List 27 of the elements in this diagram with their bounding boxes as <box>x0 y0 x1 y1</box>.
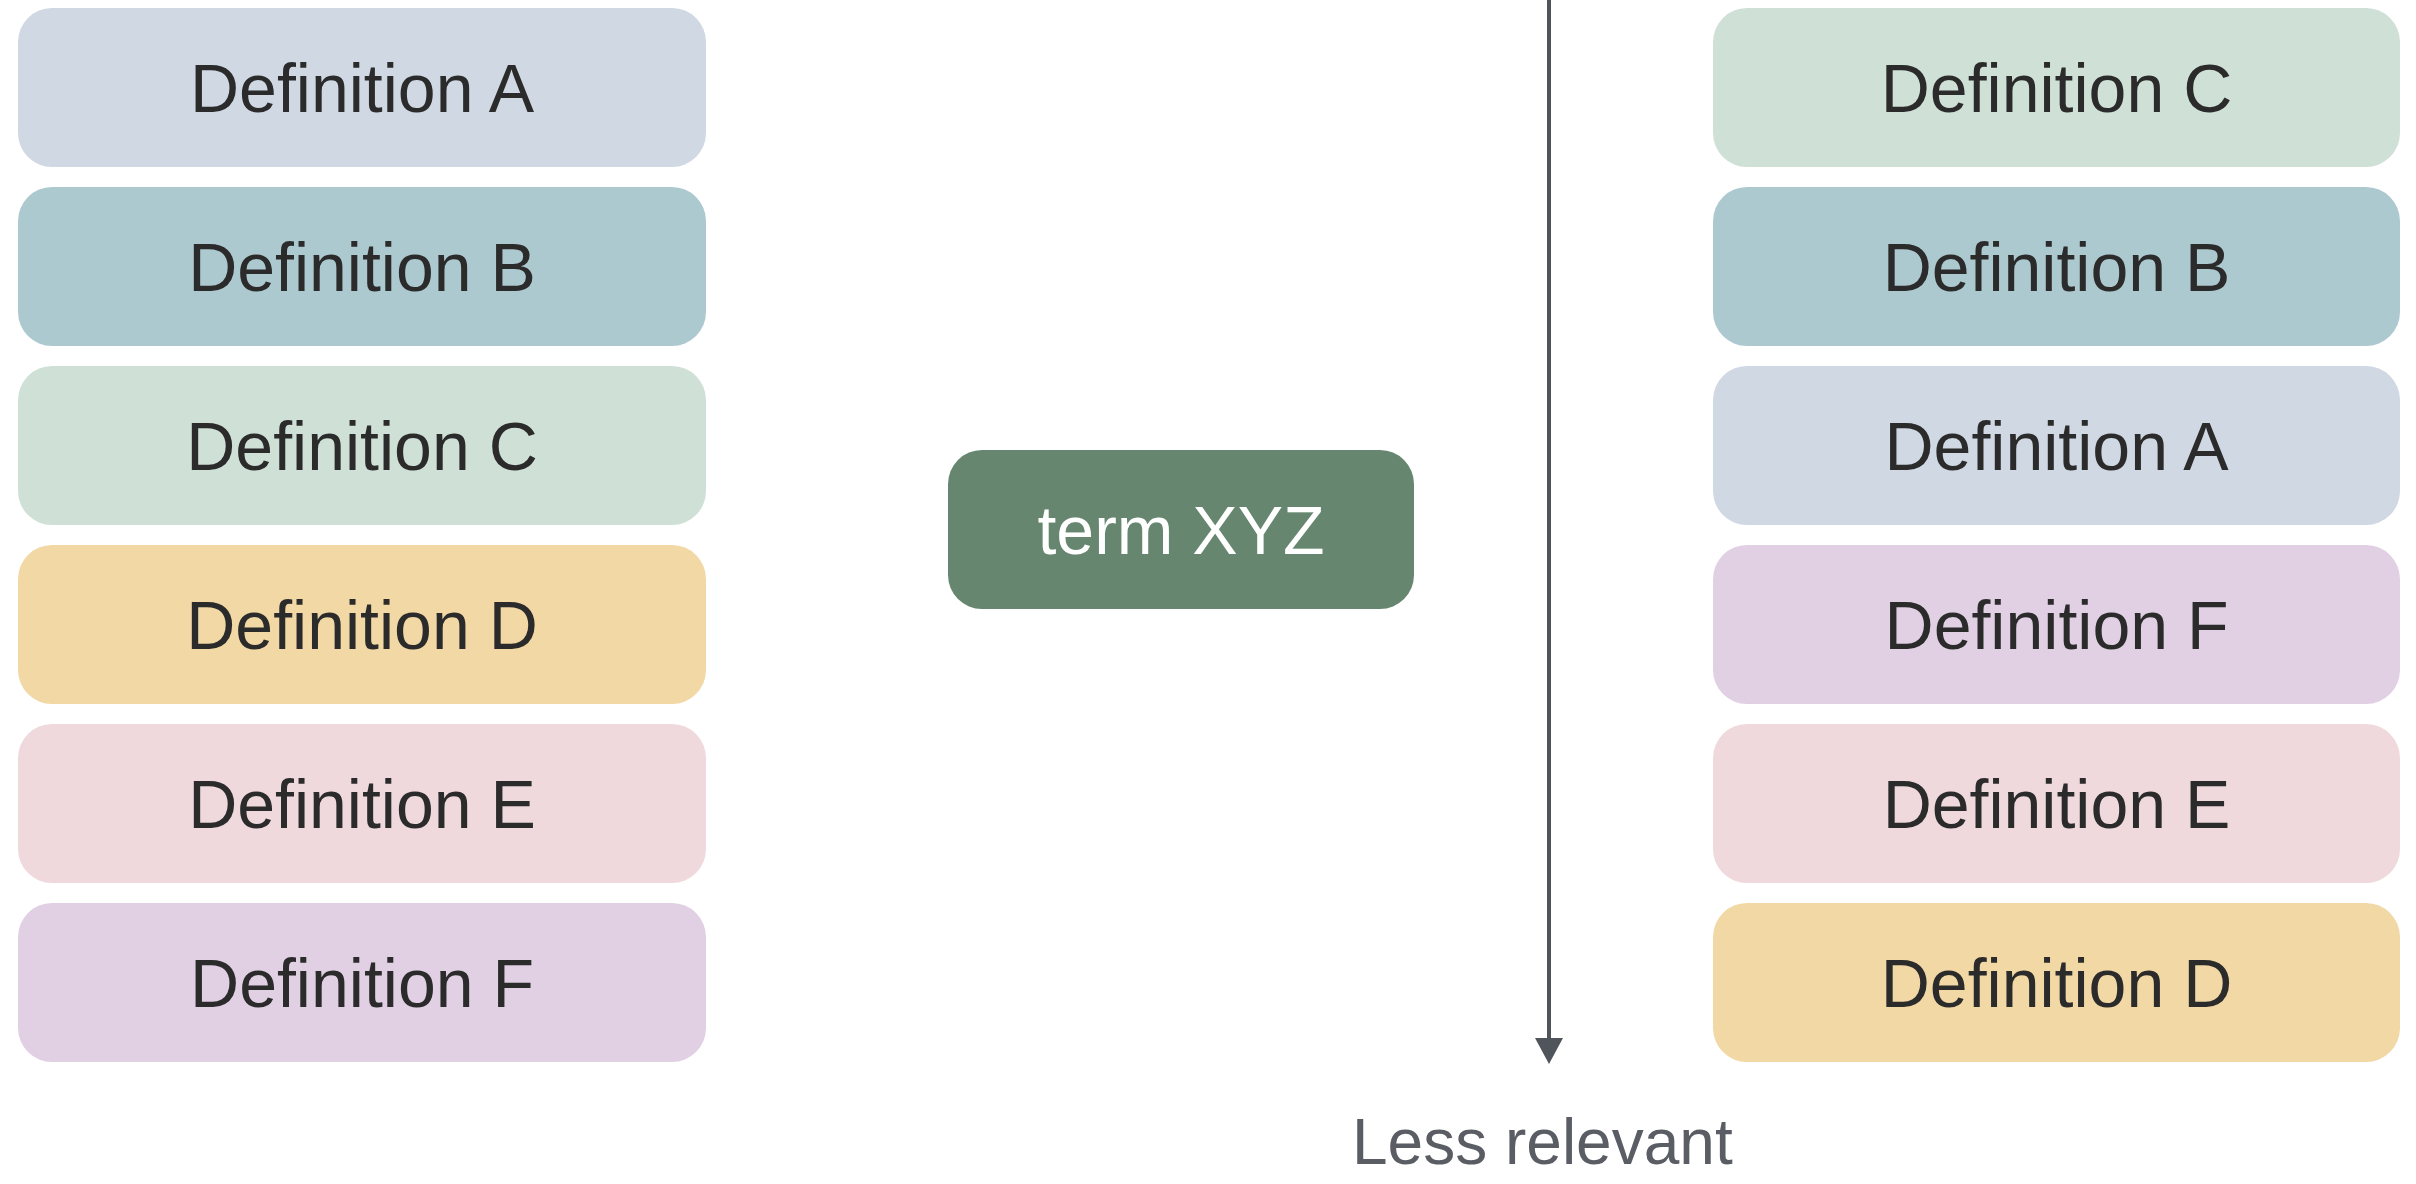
definition-text: Definition B <box>1882 227 2231 306</box>
definition-box <box>18 8 706 167</box>
definition-text: Definition F <box>190 943 534 1022</box>
definition-box <box>18 366 706 525</box>
definition-text: Definition B <box>188 227 536 306</box>
definition-box <box>18 187 706 346</box>
definition-text: Definition A <box>1884 406 2229 485</box>
definition-box <box>1713 545 2400 704</box>
definition-box <box>18 545 706 704</box>
definition-text: Definition C <box>186 406 538 485</box>
definition-text: Definition C <box>1880 48 2233 127</box>
definition-box <box>18 903 706 1062</box>
definition-text: Definition E <box>1882 764 2231 843</box>
definition-box <box>18 724 706 883</box>
definition-text: Definition F <box>1884 585 2229 664</box>
definition-text: Definition E <box>188 764 536 843</box>
term-box <box>948 450 1414 609</box>
definition-text: Definition D <box>186 585 538 664</box>
definition-box <box>1713 8 2400 167</box>
axis-label: Less relevant <box>1352 1105 1733 1179</box>
definition-box <box>1713 903 2400 1062</box>
definition-box <box>1713 724 2400 883</box>
definition-box <box>1713 187 2400 346</box>
definition-text: Definition D <box>1880 943 2233 1022</box>
definition-text: Definition A <box>190 48 534 127</box>
definition-box <box>1713 366 2400 525</box>
term-text: term XYZ <box>1037 490 1325 569</box>
